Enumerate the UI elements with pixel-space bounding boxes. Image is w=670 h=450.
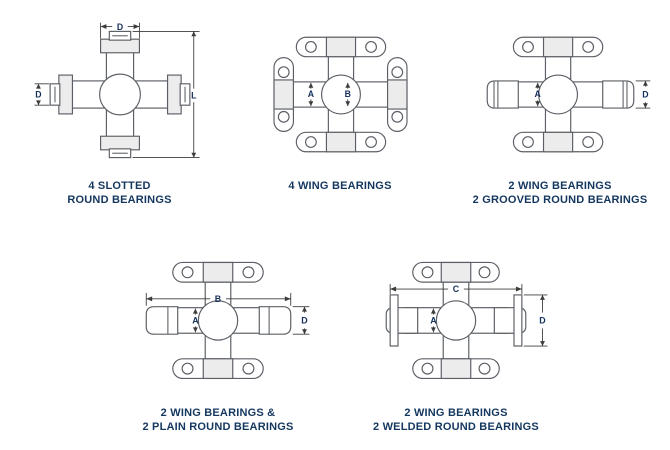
diagram-4-wing-bearings: A B: [272, 36, 408, 153]
dimension-D: D: [292, 306, 309, 335]
figure-2-wing-2-grooved-round-bearings: A D 2 WING BEARINGS 2 GROOVED ROUND BEAR…: [460, 12, 660, 208]
wing-bearing-top: [295, 36, 386, 58]
dimension-D-left: D: [34, 83, 49, 106]
caption-line-1: 4 SLOTTED: [88, 180, 151, 192]
wing-bearing-right: [386, 57, 408, 132]
caption-2-wing-2-welded: 2 WING BEARINGS 2 WELDED ROUND BEARINGS: [373, 406, 539, 435]
dim-label-a: A: [430, 315, 437, 325]
wing-bearing-bottom: [411, 358, 500, 380]
dim-label-d-left: D: [35, 89, 41, 99]
wing-bearing-top: [512, 36, 603, 58]
caption-4-slotted-round-bearings: 4 SLOTTED ROUND BEARINGS: [67, 179, 171, 208]
plain-round-bearing-left: [145, 306, 178, 335]
dim-label-d: D: [301, 315, 307, 325]
dim-label-b: B: [344, 89, 350, 99]
wing-bearing-top: [171, 261, 264, 283]
dim-label-l: L: [191, 90, 197, 100]
dimension-L-right: L: [132, 30, 200, 159]
slotted-bearing-right: [166, 74, 190, 115]
caption-4-wing-bearings: 4 WING BEARINGS: [288, 179, 391, 193]
grooved-round-bearing-left: [486, 80, 519, 109]
dimension-A: A: [192, 308, 199, 333]
caption-2-wing-2-grooved: 2 WING BEARINGS 2 GROOVED ROUND BEARINGS: [473, 179, 648, 208]
wing-bearing-top: [411, 261, 500, 283]
caption-line-2: ROUND BEARINGS: [67, 194, 172, 207]
slotted-bearing-left: [49, 74, 73, 115]
caption-line-1: 2 WING BEARINGS: [404, 407, 508, 419]
caption-line-1: 4 WING BEARINGS: [288, 180, 392, 192]
dimension-C: C: [389, 284, 522, 294]
dimension-B: B: [344, 82, 350, 107]
caption-line-2: 2 WELDED ROUND BEARINGS: [373, 421, 539, 434]
dimension-A: A: [430, 308, 437, 333]
center-hub: [537, 74, 578, 115]
slotted-bearing-bottom: [99, 135, 140, 159]
figure-4-wing-bearings: A B 4 WING BEARINGS: [245, 12, 435, 193]
welded-round-bearing-right: [493, 294, 526, 347]
caption-line-2: 2 GROOVED ROUND BEARINGS: [472, 194, 648, 207]
wing-bearing-bottom: [512, 131, 603, 153]
wing-bearing-left: [272, 57, 294, 132]
welded-round-bearing-left: [385, 294, 418, 347]
figure-2-wing-2-plain-round-bearings: B A D 2 WING BEARINGS & 2 PLAIN ROUND: [118, 232, 318, 435]
center-hub: [320, 74, 361, 115]
wing-bearing-bottom: [171, 358, 264, 380]
plain-round-bearing-right: [258, 306, 291, 335]
dim-label-a: A: [307, 89, 314, 99]
dimension-D: D: [635, 80, 650, 109]
diagram-2-wing-2-grooved-round: A D: [486, 36, 650, 153]
grooved-round-bearing-right: [601, 80, 634, 109]
diagram-4-slotted-round-bearings: D D L: [34, 22, 200, 159]
slotted-bearing-top: [99, 30, 140, 54]
dim-label-b: B: [214, 294, 220, 304]
diagram-2-wing-2-plain-round: B A D: [145, 261, 309, 380]
dim-label-c: C: [452, 284, 459, 294]
dimension-D: D: [523, 294, 547, 347]
center-hub: [197, 300, 238, 341]
dimension-A: A: [307, 82, 314, 107]
dim-label-d-top: D: [116, 22, 122, 32]
dimension-D-top: D: [99, 22, 140, 39]
dim-label-a: A: [534, 89, 541, 99]
caption-line-1: 2 WING BEARINGS &: [160, 407, 276, 419]
caption-line-1: 2 WING BEARINGS: [508, 180, 612, 192]
dim-label-a: A: [192, 315, 199, 325]
wing-bearing-bottom: [295, 131, 386, 153]
figure-4-slotted-round-bearings: D D L 4 SLOTTED ROU: [22, 12, 217, 208]
center-hub: [435, 300, 476, 341]
caption-2-wing-2-plain: 2 WING BEARINGS & 2 PLAIN ROUND BEARINGS: [142, 406, 293, 435]
center-hub: [98, 73, 141, 116]
diagram-2-wing-2-welded-round: C A D: [385, 261, 547, 380]
dimension-B: B: [145, 292, 291, 306]
dimension-A: A: [534, 82, 541, 107]
dim-label-d: D: [642, 89, 648, 99]
figure-2-wing-2-welded-round-bearings: C A D 2 WING BEARINGS 2 WELDED ROUND: [356, 232, 556, 435]
dim-label-d: D: [539, 315, 545, 325]
caption-line-2: 2 PLAIN ROUND BEARINGS: [142, 421, 294, 434]
